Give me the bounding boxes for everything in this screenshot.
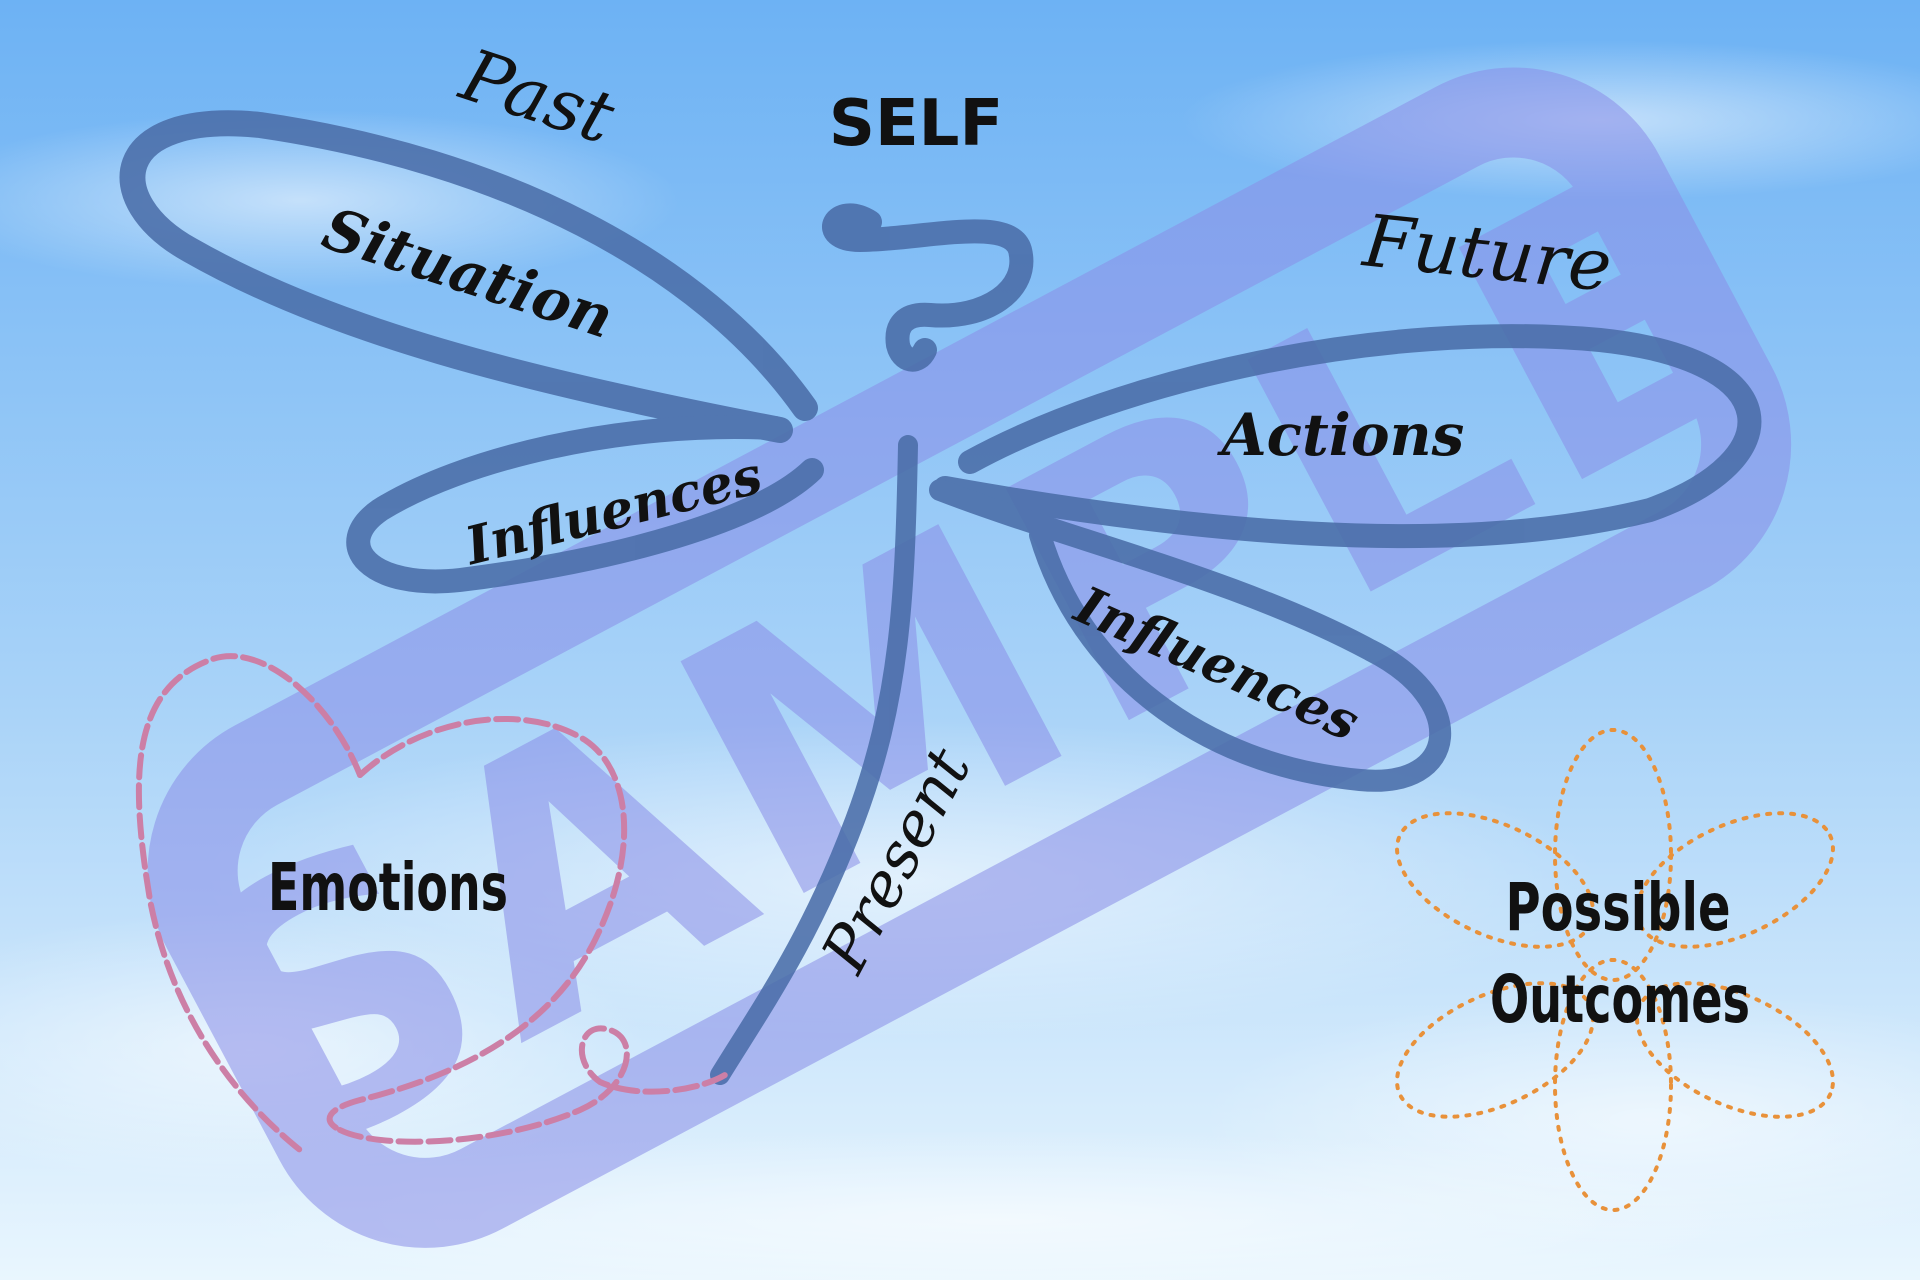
- clouds: [0, 40, 1920, 1280]
- outcomes-label-line2: Outcomes: [1490, 961, 1750, 1038]
- actions-label: Actions: [1217, 401, 1465, 469]
- heart-icon: [135, 653, 728, 1153]
- flower-icon: [1395, 728, 1835, 1212]
- emotions-label: Emotions: [268, 849, 508, 926]
- self-label: SELF: [829, 87, 1003, 161]
- outcomes-label-line1: Possible: [1506, 869, 1731, 946]
- dragonfly-icon: [119, 110, 1762, 1085]
